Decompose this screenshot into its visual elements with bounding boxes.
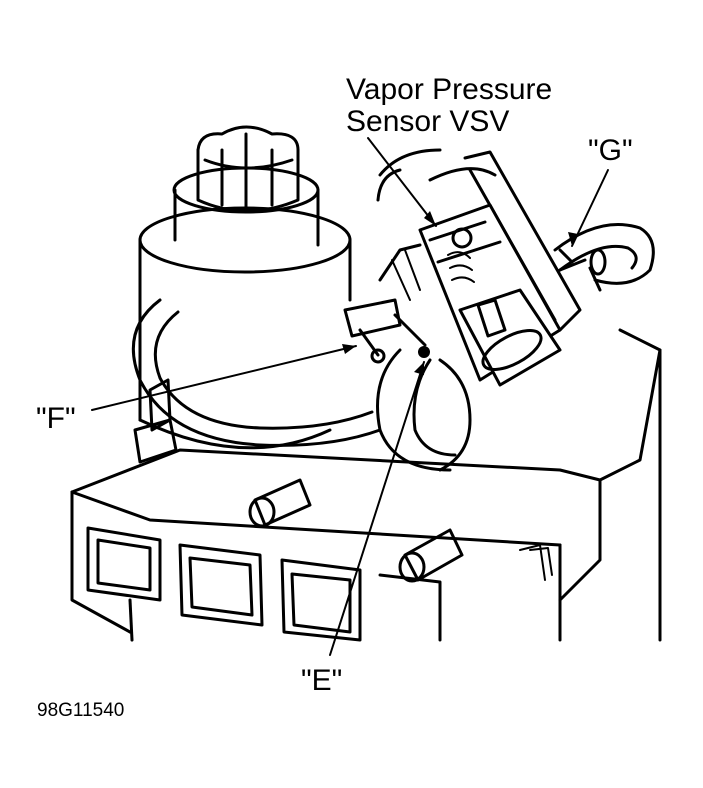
vsv-label-line2: Sensor VSV: [346, 105, 509, 138]
leader-e: [329, 361, 425, 656]
base-housing: [70, 328, 662, 642]
vsv-assembly: [343, 150, 587, 387]
vacuum-hoses: [131, 148, 655, 583]
leader-lines: [91, 137, 609, 656]
label-g: "G": [588, 134, 633, 167]
figure-code: 98G11540: [37, 700, 124, 721]
leader-g: [571, 169, 609, 247]
leader-vsv: [367, 137, 437, 227]
label-e: "E": [301, 664, 342, 697]
canister-body: [138, 125, 352, 450]
leader-f: [91, 345, 357, 411]
vsv-label-line1: Vapor Pressure: [346, 73, 552, 106]
label-f: "F": [36, 402, 76, 435]
